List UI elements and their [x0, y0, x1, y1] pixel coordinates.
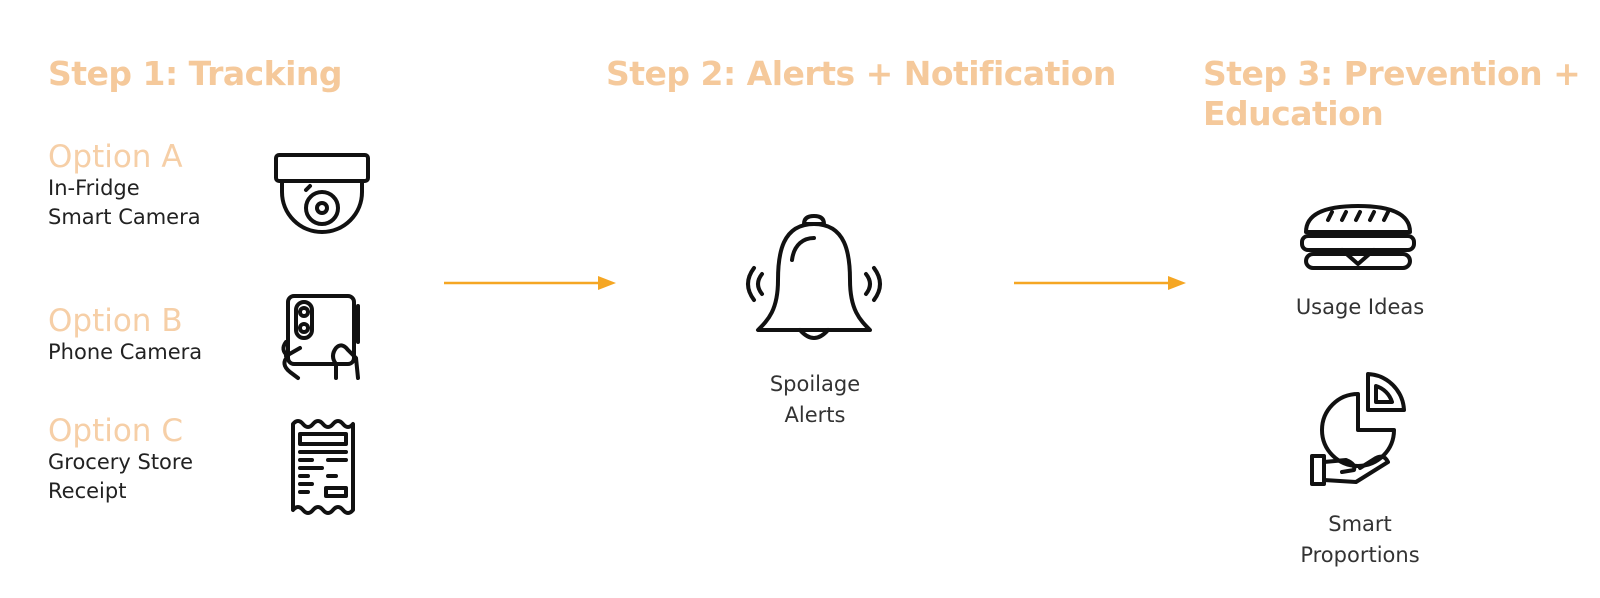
step-3-title: Step 3: Prevention + Education [1203, 54, 1581, 133]
arrow-step2-to-step3 [1014, 276, 1186, 290]
option-a-title: Option A [48, 139, 183, 175]
option-c: Option C Grocery Store Receipt [48, 414, 193, 506]
spoilage-alerts-label: Spoilage Alerts [769, 372, 861, 427]
option-c-title: Option C [48, 413, 183, 449]
option-a: Option A In-Fridge Smart Camera [48, 140, 201, 232]
option-b-title: Option B [48, 303, 183, 339]
smart-proportions-label: Smart Proportions [1300, 512, 1420, 567]
sandwich-icon [1300, 204, 1416, 270]
pie-chart-hand-icon [1310, 372, 1406, 486]
option-b: Option B Phone Camera [48, 304, 202, 367]
receipt-icon [291, 419, 355, 515]
option-b-description: Phone Camera [48, 340, 203, 364]
arrow-step1-to-step2 [444, 276, 616, 290]
security-camera-icon [274, 153, 370, 234]
bell-icon [746, 214, 882, 340]
step-2-title: Step 2: Alerts + Notification [606, 54, 1116, 93]
phone-camera-icon [281, 294, 360, 380]
usage-ideas-label: Usage Ideas [1295, 295, 1425, 319]
option-a-description: In-Fridge Smart Camera [48, 176, 201, 229]
step-1-title: Step 1: Tracking [48, 54, 343, 93]
option-c-description: Grocery Store Receipt [48, 450, 194, 503]
